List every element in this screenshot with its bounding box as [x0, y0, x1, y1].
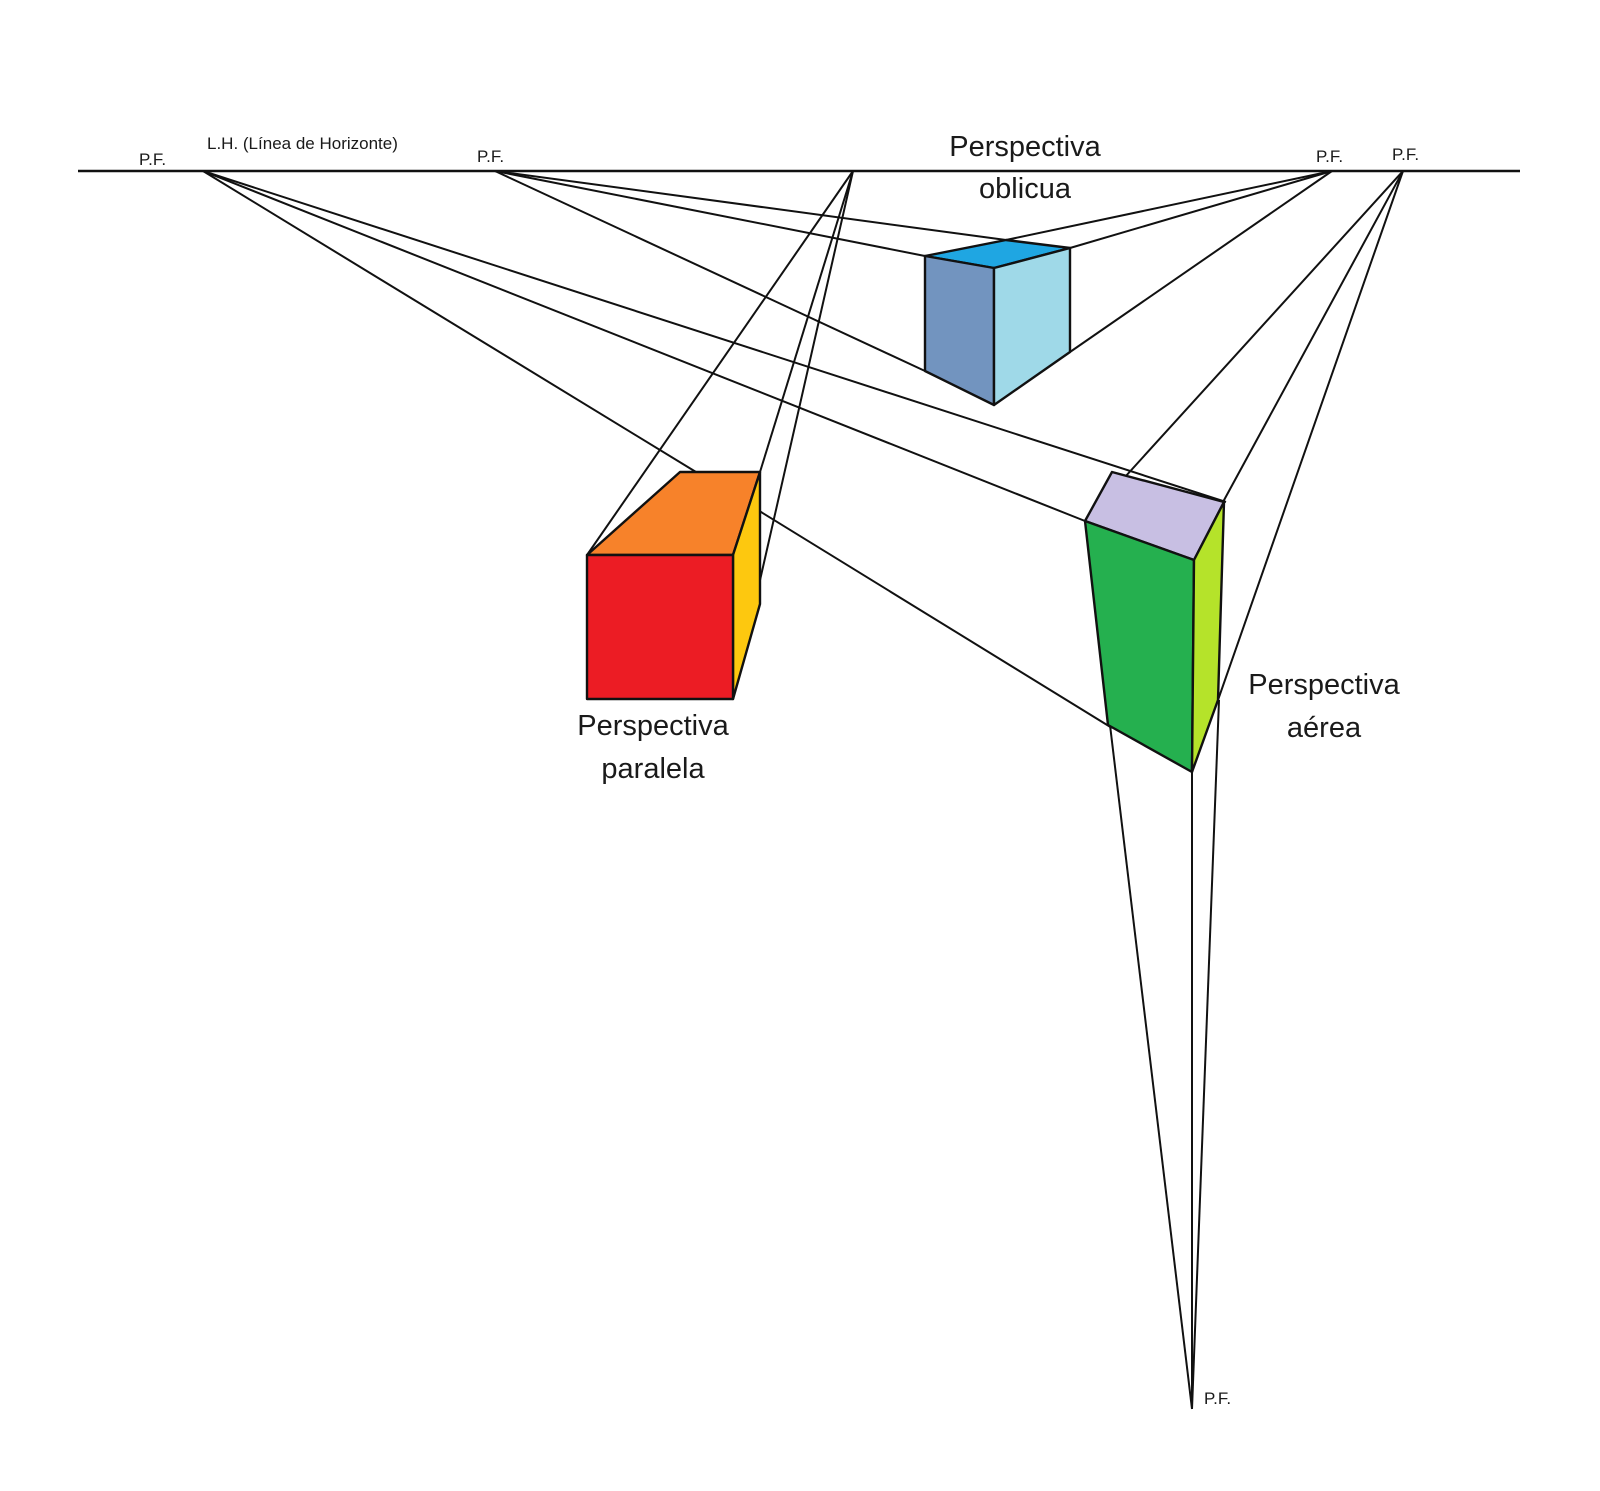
construction-line [1222, 170, 1404, 503]
construction-line [695, 471, 1113, 729]
construction-line [759, 170, 854, 473]
construction-line [1005, 170, 1333, 241]
construction-line [202, 170, 1227, 503]
aerial-perspective-subtitle: aérea [1287, 712, 1362, 744]
oblique-perspective-subtitle: oblicua [979, 173, 1072, 205]
vanishing-point-label: P.F. [477, 147, 504, 166]
horizon-line-label: L.H. (Línea de Horizonte) [207, 134, 398, 153]
vanishing-point-label: P.F. [139, 150, 166, 169]
aerial-prism-front-face [1083, 519, 1196, 774]
construction-line [1084, 170, 1404, 522]
construction-line [494, 170, 1007, 241]
construction-lines [202, 170, 1404, 1410]
construction-line [1069, 170, 1333, 249]
construction-line [1069, 170, 1333, 353]
parallel-cube-front-face [585, 553, 735, 701]
parallel-perspective-title: Perspectiva [577, 710, 729, 742]
oblique-perspective-title: Perspectiva [949, 131, 1101, 163]
construction-line [1217, 170, 1404, 701]
construction-line [202, 170, 697, 473]
construction-line [1109, 724, 1193, 1410]
parallel-perspective-cube [585, 470, 762, 701]
oblique-cube-left-face [923, 254, 996, 407]
parallel-cube-top-face [585, 470, 762, 557]
aerial-prism-side-face [1190, 500, 1226, 774]
parallel-perspective-subtitle: paralela [601, 753, 705, 785]
oblique-perspective-cube [923, 238, 1072, 407]
construction-line [494, 170, 926, 372]
vanishing-point-label: P.F. [1204, 1389, 1231, 1408]
construction-line [586, 170, 854, 556]
vanishing-point-label: P.F. [1392, 145, 1419, 164]
aerial-perspective-prism [1083, 470, 1226, 774]
oblique-cube-right-face [992, 246, 1072, 407]
construction-line [1191, 699, 1220, 1410]
construction-line [494, 170, 926, 257]
aerial-perspective-title: Perspectiva [1248, 669, 1400, 701]
vanishing-point-label: P.F. [1316, 147, 1343, 166]
construction-line [202, 170, 1086, 522]
